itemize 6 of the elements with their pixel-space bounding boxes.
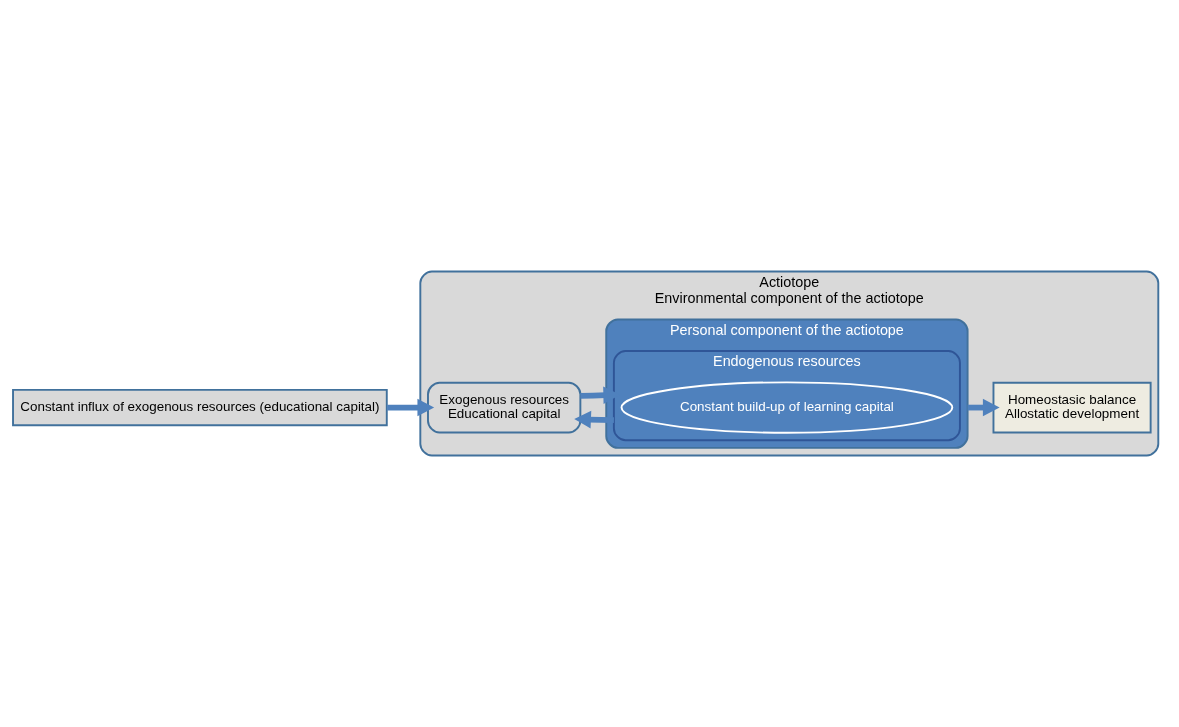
arrow (387, 398, 435, 417)
node-box: Constant influx of exogenous resources (educational capital) (12, 388, 388, 427)
arrow (574, 410, 614, 429)
node-ellipse: Constant build-up of learning capital (620, 381, 954, 434)
node-box: Exogenous resources Educational capital (427, 381, 582, 434)
node-box: Homeostasic balance Allostatic development (992, 381, 1152, 434)
